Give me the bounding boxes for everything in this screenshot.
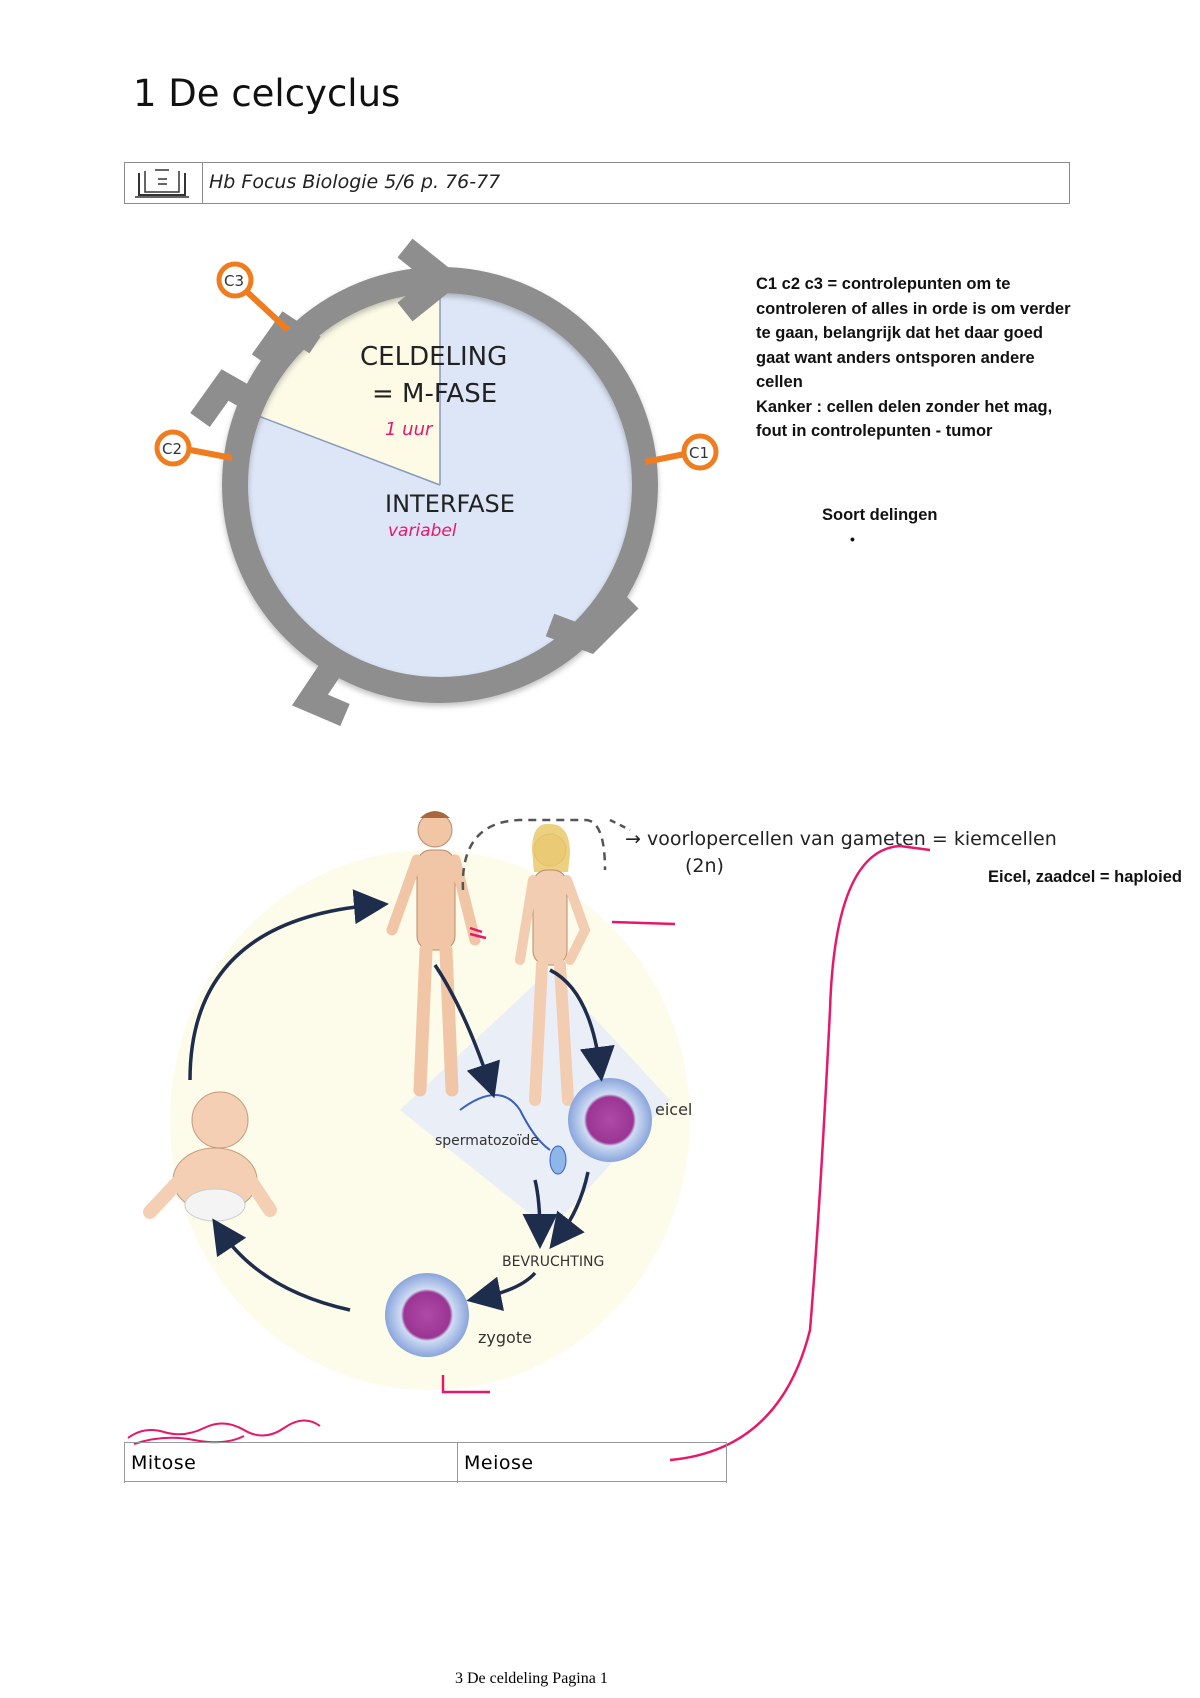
soort-delingen-heading: Soort delingen [822, 506, 938, 524]
cell-cycle-diagram: CELDELING = M-FASE 1 uur INTERFASE varia… [154, 238, 719, 727]
arrow-top-icon [397, 238, 465, 322]
note-line: controleren of alles in orde is om verde… [756, 299, 1071, 318]
svg-text:C3: C3 [224, 272, 244, 290]
page-title: 1 De celcyclus [133, 72, 401, 115]
egg-cell [568, 1078, 652, 1162]
notes-block: C1 c2 c3 = controlepunten om te controle… [756, 272, 1101, 444]
table-header-mitose: Mitose [131, 1452, 197, 1474]
eicel-note: Eicel, zaadcel = haploied [988, 868, 1182, 886]
note-line: C1 c2 c3 = controlepunten om te [756, 275, 1011, 293]
man-figure [386, 811, 481, 1097]
arrow-right-icon [545, 591, 639, 654]
table-header-meiose: Meiose [464, 1452, 534, 1474]
reference-box: Hb Focus Biologie 5/6 p. 76-77 [124, 162, 1070, 204]
checkpoint-c1: C1 [644, 433, 719, 471]
cycle-arrows [188, 889, 615, 1312]
interphase-label: INTERFASE [385, 490, 515, 518]
note-line: cellen [756, 373, 803, 391]
mitosis-sector [253, 285, 440, 485]
note-line: gaat want anders ontsporen andere [756, 348, 1035, 367]
checkpoint-c2: C2 [154, 429, 233, 467]
checkpoint-c3: C3 [216, 261, 291, 333]
dashed-connector [461, 818, 607, 891]
mitosis-label-2: = M-FASE [372, 379, 497, 409]
book-icon [125, 163, 203, 203]
handwritten-mitosis: 1 uur [385, 419, 434, 440]
svg-text:C1: C1 [689, 444, 709, 462]
page-footer: 3 De celdeling Pagina 1 [455, 1670, 608, 1687]
sperm-label: spermatozoïde [435, 1133, 539, 1149]
table-scribble [127, 1419, 321, 1445]
woman-figure [515, 823, 591, 1106]
precursor-label: → voorlopercellen van gameten = kiemcell… [625, 828, 1057, 850]
egg-label: eicel [655, 1100, 692, 1119]
mitosis-label-1: CELDELING [360, 342, 507, 372]
note-line: Kanker : cellen delen zonder het mag, [756, 397, 1053, 416]
fertilization-label: BEVRUCHTING [502, 1254, 604, 1270]
arrow-bottom-icon [292, 663, 350, 727]
handwritten-annotations [441, 844, 931, 1462]
note-line: te gaan, belangrijk dat het daar goed [756, 324, 1043, 342]
zygote-label: zygote [478, 1328, 532, 1347]
bullet: • [850, 531, 855, 547]
arrow-left-icon [190, 369, 266, 427]
mitose-meiose-table: Mitose Meiose [124, 1442, 727, 1483]
svg-text:C2: C2 [162, 440, 182, 458]
zygote-cell [385, 1273, 469, 1357]
precursor-sub: (2n) [685, 855, 724, 877]
life-cycle-diagram: → voorlopercellen van gameten = kiemcell… [143, 811, 1057, 1462]
reference-text: Hb Focus Biologie 5/6 p. 76-77 [209, 171, 501, 193]
note-line: fout in controlepunten - tumor [756, 422, 993, 440]
handwritten-interphase: variabel [388, 521, 457, 541]
